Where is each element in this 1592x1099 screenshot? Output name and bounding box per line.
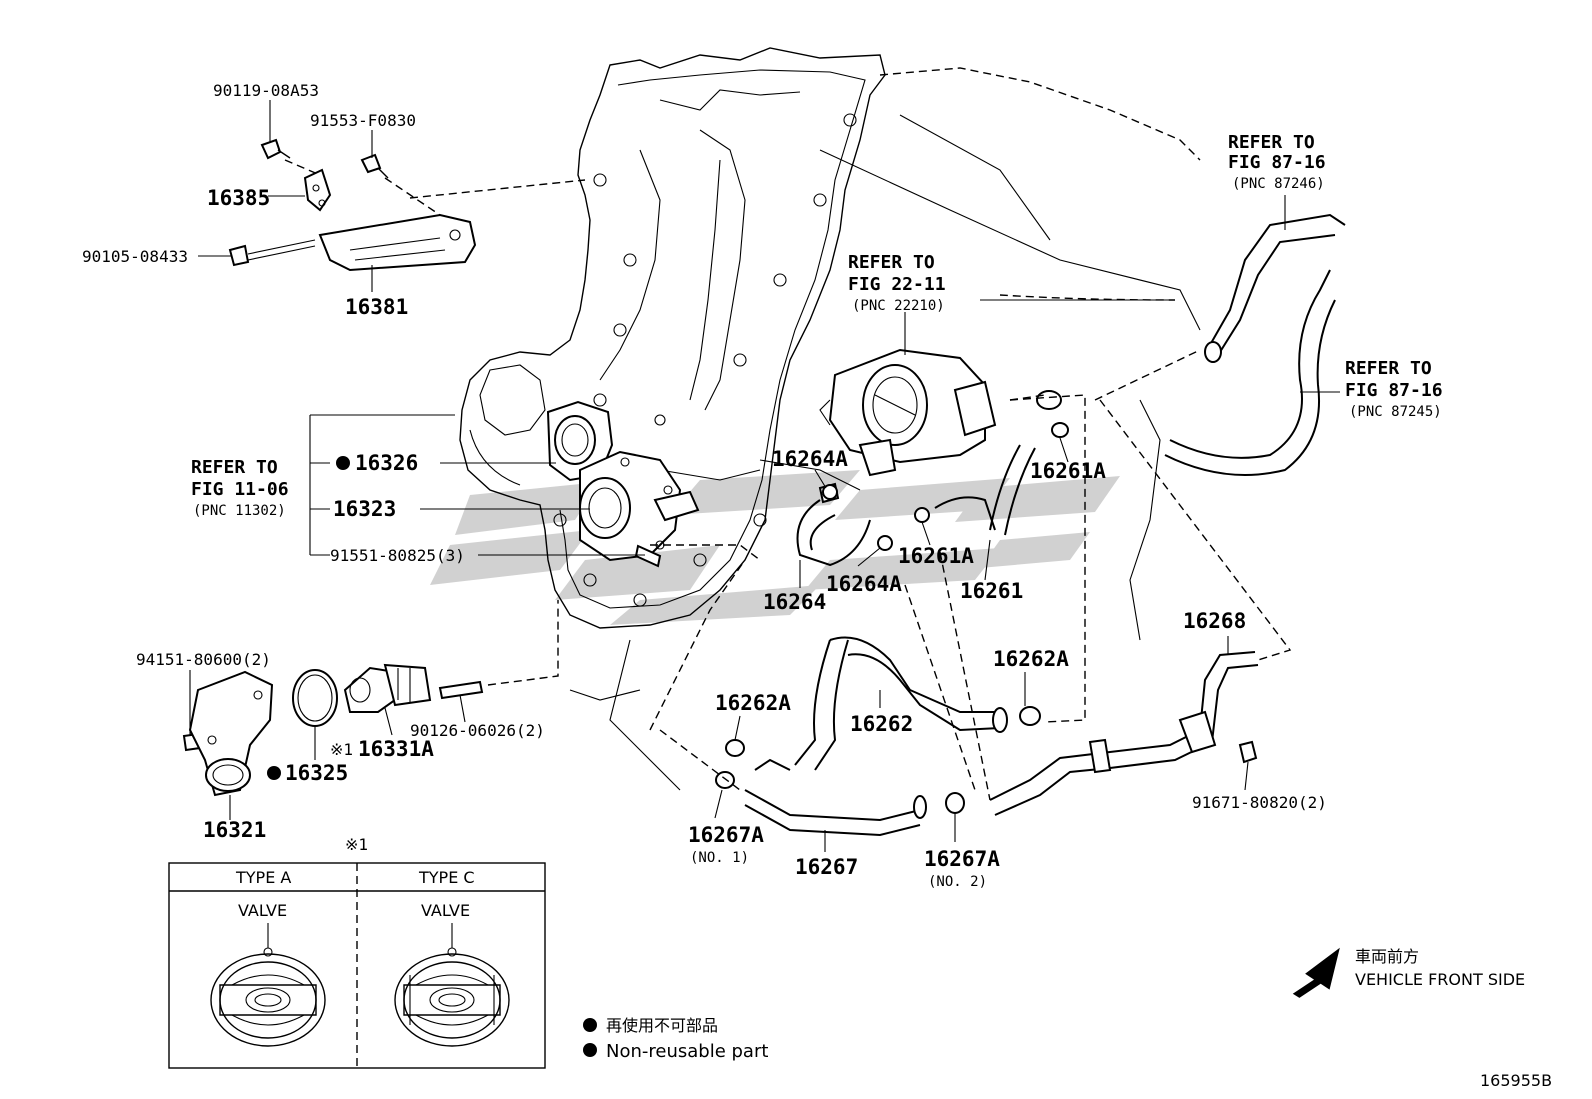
figure-id: 165955B xyxy=(1480,1071,1552,1090)
thermostat-16331A xyxy=(343,663,432,713)
legend: 再使用不可部品 Non-reusable part xyxy=(583,1016,768,1062)
part-label: 16326 xyxy=(355,451,418,475)
type-c-thermostat xyxy=(394,923,510,1047)
thermostat-type-table: ※1 TYPE A TYPE C VALVE VALVE xyxy=(168,835,546,1069)
part-label: 16321 xyxy=(203,818,266,842)
part-label: 16331A xyxy=(358,737,434,761)
watermark-logo xyxy=(430,470,1120,625)
part-label: 16261 xyxy=(960,579,1023,603)
svg-text:FIG 11-06: FIG 11-06 xyxy=(191,479,289,500)
part-label: 16267A xyxy=(688,823,764,847)
water-outlet-assembly xyxy=(546,400,700,568)
part-label: 90119-08A53 xyxy=(213,81,319,100)
throttle-body xyxy=(819,312,997,477)
part-label: 16267A xyxy=(924,847,1000,871)
svg-text:(PNC 11302): (PNC 11302) xyxy=(193,503,286,519)
svg-text:FIG 22-11: FIG 22-11 xyxy=(848,274,946,295)
direction-jp: 車両前方 xyxy=(1355,947,1419,966)
vehicle-front-indicator: 車両前方 VEHICLE FRONT SIDE xyxy=(1292,947,1525,998)
gasket-16325 xyxy=(292,669,338,727)
svg-text:REFER TO: REFER TO xyxy=(1345,358,1432,379)
refer-to-22210: REFER TO FIG 22-11 (PNC 22210) xyxy=(848,252,946,314)
part-label: 16264 xyxy=(763,590,826,614)
note-mark: ※1 xyxy=(330,740,353,759)
part-label: 90105-08433 xyxy=(82,247,188,266)
legend-dot xyxy=(583,1018,597,1032)
part-label: 91551-80825(3) xyxy=(330,546,465,565)
front-arrow-icon xyxy=(1292,947,1340,998)
dashed-leaders xyxy=(284,159,1292,801)
engine-block-outline xyxy=(569,67,1201,791)
legend-dot xyxy=(583,1043,597,1057)
part-label: 16261A xyxy=(1030,459,1106,483)
water-inlet-16321 xyxy=(188,670,274,797)
part-label: 16262A xyxy=(715,691,791,715)
non-reusable-marker xyxy=(267,766,281,780)
legend-jp: 再使用不可部品 xyxy=(606,1016,718,1035)
type-a-thermostat xyxy=(210,923,326,1047)
part-label: 16261A xyxy=(898,544,974,568)
timing-cover xyxy=(459,47,886,629)
clamps xyxy=(715,390,1069,814)
bracket-16381 xyxy=(303,168,477,272)
refer-to-11302: REFER TO FIG 11-06 (PNC 11302) xyxy=(191,457,289,519)
part-label: 16268 xyxy=(1183,609,1246,633)
direction-en: VEHICLE FRONT SIDE xyxy=(1355,970,1525,989)
svg-text:(PNC 22210): (PNC 22210) xyxy=(852,298,945,314)
legend-en: Non-reusable part xyxy=(606,1041,768,1062)
hoses xyxy=(744,213,1346,837)
part-label: 91671-80820(2) xyxy=(1192,793,1327,812)
svg-text:REFER TO: REFER TO xyxy=(848,252,935,273)
part-label: 16264A xyxy=(826,572,902,596)
refer-to-87246: REFER TO FIG 87-16 (PNC 87246) xyxy=(1228,132,1326,192)
refer-to-87245: REFER TO FIG 87-16 (PNC 87245) xyxy=(1345,358,1443,420)
part-label: 94151-80600(2) xyxy=(136,650,271,669)
part-label: 16381 xyxy=(345,295,408,319)
svg-text:FIG 87-16: FIG 87-16 xyxy=(1228,152,1326,173)
svg-text:REFER TO: REFER TO xyxy=(1228,132,1315,153)
part-label: 16262A xyxy=(993,647,1069,671)
svg-text:(PNC 87245): (PNC 87245) xyxy=(1349,404,1442,420)
part-label: 16267 xyxy=(795,855,858,879)
part-sub-label: (NO. 1) xyxy=(690,850,749,866)
leader-lines xyxy=(189,100,1340,852)
svg-text:(PNC 87246): (PNC 87246) xyxy=(1232,176,1325,192)
part-label: 16323 xyxy=(333,497,396,521)
type-a-header: TYPE A xyxy=(235,868,291,887)
non-reusable-marker xyxy=(336,456,350,470)
part-label: 16385 xyxy=(207,186,270,210)
part-label: 91553-F0830 xyxy=(310,111,416,130)
svg-text:REFER TO: REFER TO xyxy=(191,457,278,478)
note-mark: ※1 xyxy=(345,835,368,854)
valve-label-c: VALVE xyxy=(421,901,470,920)
part-sub-label: (NO. 2) xyxy=(928,874,987,890)
svg-text:FIG 87-16: FIG 87-16 xyxy=(1345,380,1443,401)
part-label: 90126-06026(2) xyxy=(410,721,545,740)
part-label: 16262 xyxy=(850,712,913,736)
part-label: 16325 xyxy=(285,761,348,785)
part-label: 16264A xyxy=(772,447,848,471)
type-c-header: TYPE C xyxy=(418,868,475,887)
valve-label-a: VALVE xyxy=(238,901,287,920)
